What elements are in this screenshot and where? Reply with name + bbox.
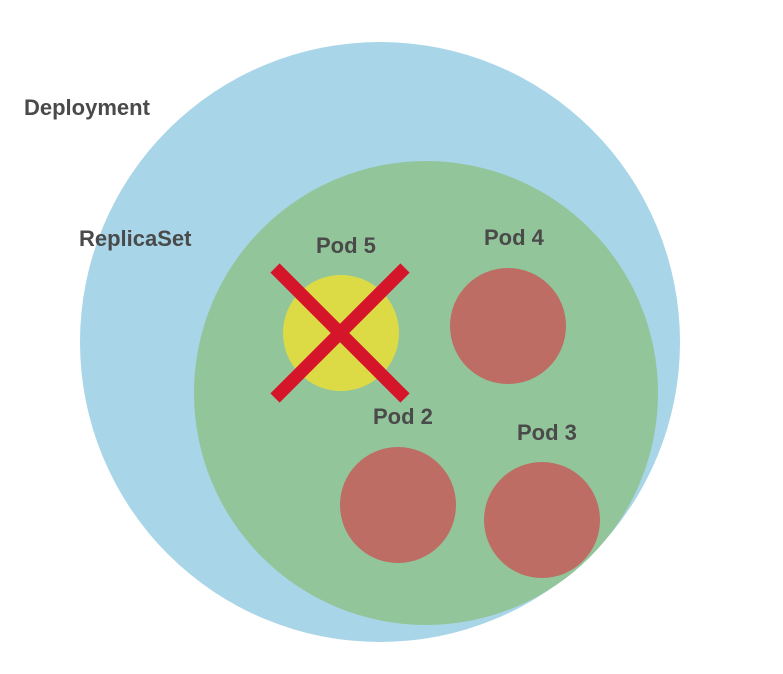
pod-3-circle xyxy=(484,462,600,578)
replicaset-label: ReplicaSet xyxy=(79,226,192,251)
pod-4-circle xyxy=(450,268,566,384)
pod-3-label: Pod 3 xyxy=(517,420,577,445)
pod-2-circle xyxy=(340,447,456,563)
deployment-label: Deployment xyxy=(24,95,151,120)
terminated-cross-icon xyxy=(270,263,410,403)
pod-5-label: Pod 5 xyxy=(316,233,376,258)
pod-2-label: Pod 2 xyxy=(373,404,433,429)
pod-4-label: Pod 4 xyxy=(484,225,545,250)
